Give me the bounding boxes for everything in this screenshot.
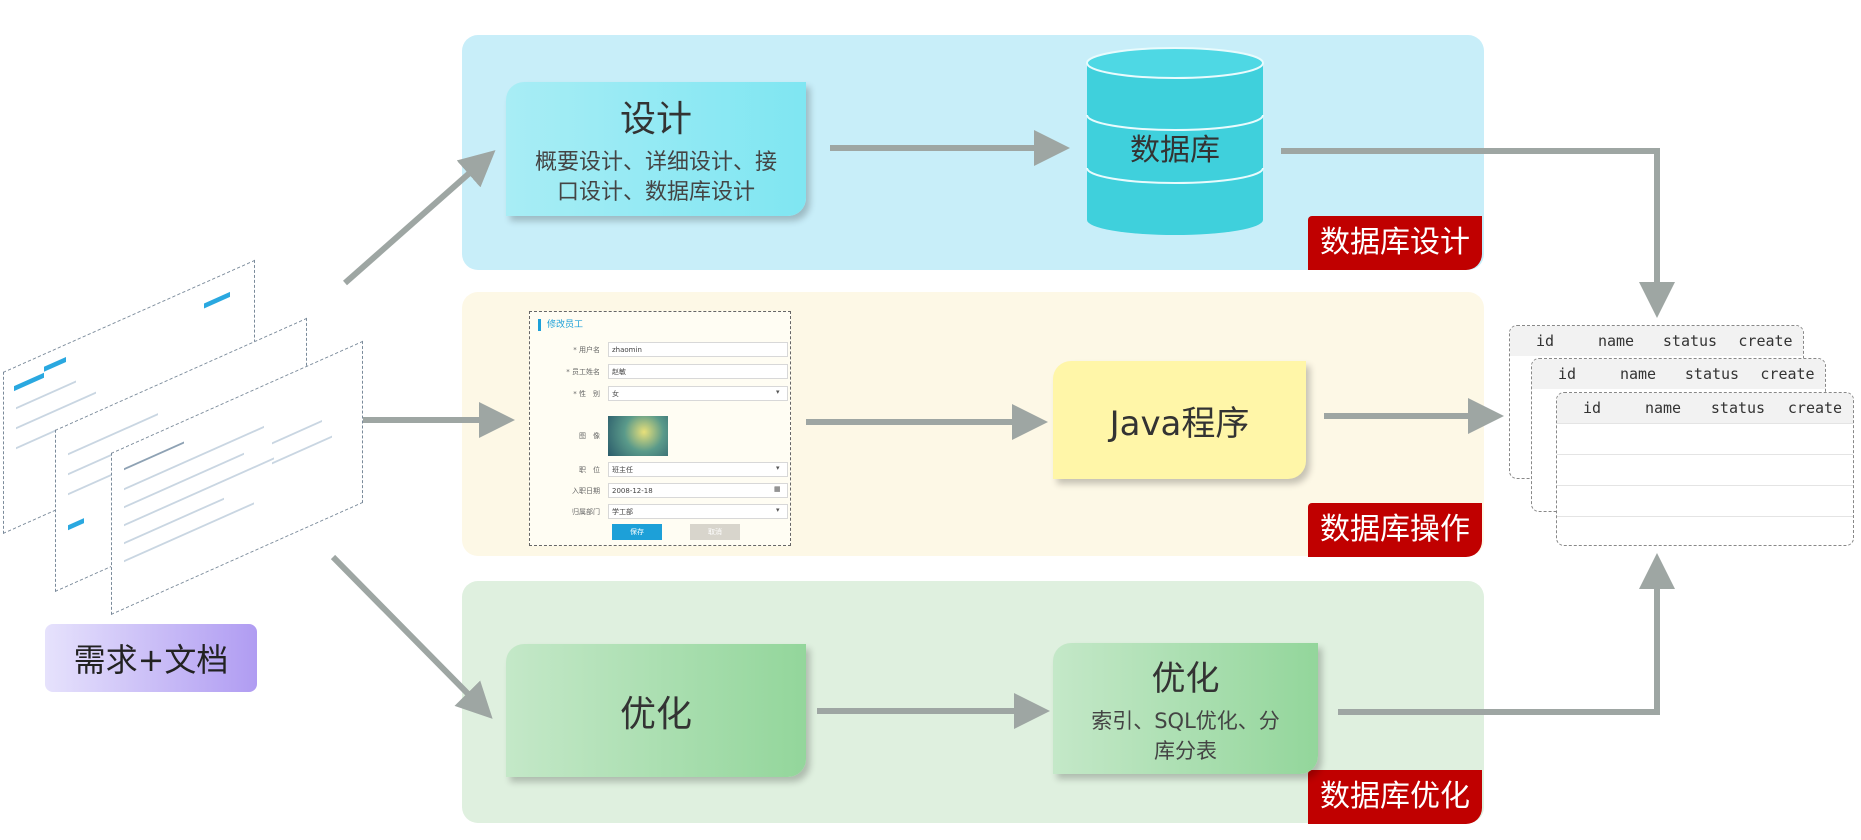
department-select[interactable]: 学工部 xyxy=(608,504,788,519)
optimize-box-left: 优化 xyxy=(506,644,806,777)
optimize-box-right: 优化 索引、SQL优化、分 库分表 xyxy=(1053,643,1318,774)
optimize-left-title: 优化 xyxy=(619,693,692,735)
form-row: 图 像 xyxy=(540,416,780,456)
arrow-optimize-to-table xyxy=(1338,553,1675,715)
requirements-label: 需求+文档 xyxy=(45,624,257,692)
table-row xyxy=(1557,423,1853,454)
table-header: id name status create xyxy=(1510,326,1803,356)
form-row: * 性 别 女 ▾ xyxy=(540,386,788,402)
entry-date-field[interactable]: 2008-12-18 xyxy=(608,483,788,498)
form-row: 职 位 班主任 ▾ xyxy=(540,462,788,478)
chevron-down-icon: ▾ xyxy=(776,388,780,396)
chevron-down-icon: ▾ xyxy=(776,506,780,514)
arrow-db-to-table xyxy=(1281,148,1675,318)
form-row: 入职日期 2008-12-18 ▦ xyxy=(540,483,788,499)
form-title: 修改员工 xyxy=(538,319,583,331)
form-row: * 用户名 zhaomin xyxy=(540,342,788,358)
username-field[interactable]: zhaomin xyxy=(608,342,788,357)
design-subtitle-line2: 口设计、数据库设计 xyxy=(556,180,755,205)
lane-tag-design: 数据库设计 xyxy=(1308,216,1482,270)
database-label: 数据库 xyxy=(1130,133,1220,168)
design-subtitle-line1: 概要设计、详细设计、接 xyxy=(534,150,777,175)
table-front: id name status create xyxy=(1556,392,1854,546)
table-header: id name status create xyxy=(1557,393,1853,423)
arrow-req-to-optimize xyxy=(330,554,493,719)
employee-name-field[interactable]: 赵敏 xyxy=(608,364,788,379)
table-row xyxy=(1557,516,1853,545)
position-select[interactable]: 班主任 xyxy=(608,462,788,477)
java-program-box: Java程序 xyxy=(1053,361,1306,479)
chevron-down-icon: ▾ xyxy=(776,464,780,472)
avatar-image[interactable] xyxy=(608,416,668,456)
form-row: * 员工姓名 赵敏 xyxy=(540,364,788,380)
database-cylinder-icon xyxy=(1086,47,1264,235)
table-header: id name status create xyxy=(1532,359,1825,389)
table-row xyxy=(1557,454,1853,485)
save-button[interactable]: 保存 xyxy=(612,524,662,540)
gender-select[interactable]: 女 xyxy=(608,386,788,401)
arrow-req-to-design xyxy=(343,150,496,286)
form-row: 归属部门 学工部 ▾ xyxy=(540,504,788,520)
design-title: 设计 xyxy=(619,99,692,140)
lane-tag-operation: 数据库操作 xyxy=(1308,503,1482,557)
calendar-icon: ▦ xyxy=(774,485,781,493)
table-row xyxy=(1557,485,1853,516)
optimize-right-title: 优化 xyxy=(1151,659,1220,699)
optimize-right-subtitle-line1: 索引、SQL优化、分 xyxy=(1091,709,1280,733)
java-title: Java程序 xyxy=(1109,403,1250,444)
cancel-button[interactable]: 取消 xyxy=(690,524,740,540)
employee-form-mock: 修改员工 * 用户名 zhaomin * 员工姓名 赵敏 * 性 别 女 ▾ 图… xyxy=(529,311,791,546)
lane-tag-optimization: 数据库优化 xyxy=(1308,770,1482,824)
optimize-right-subtitle-line2: 库分表 xyxy=(1154,739,1217,763)
design-box: 设计 概要设计、详细设计、接 口设计、数据库设计 xyxy=(506,82,806,216)
